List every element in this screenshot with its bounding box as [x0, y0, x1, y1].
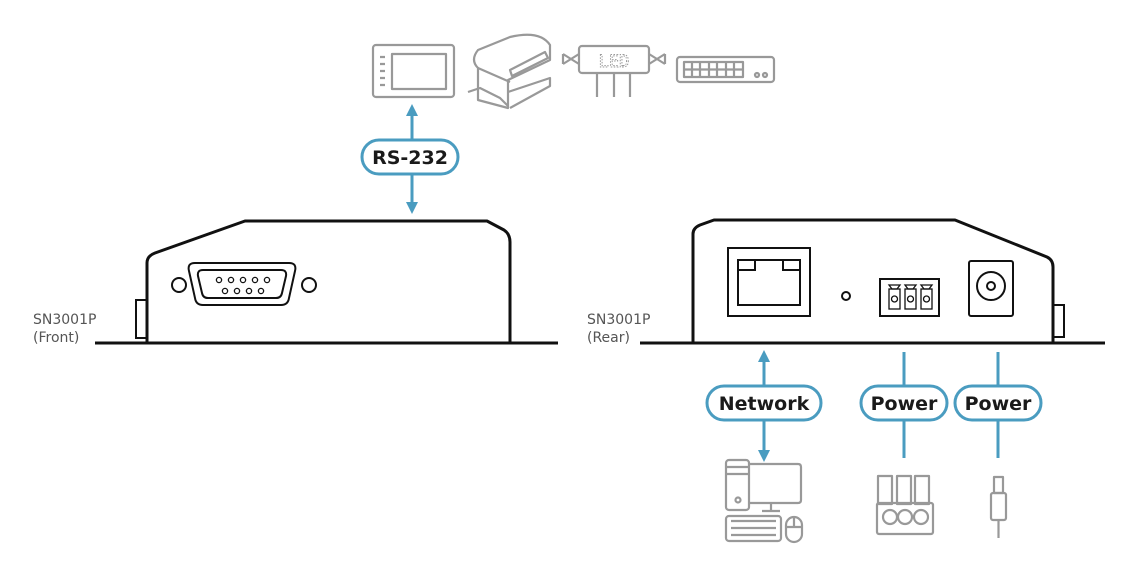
dc-jack-port — [968, 260, 1014, 317]
power1-label-pill — [859, 384, 949, 422]
dc-plug-icon — [989, 475, 1008, 538]
terminal-block-port — [879, 278, 940, 317]
rj45-port — [727, 247, 811, 317]
front-side-label: (Front) — [33, 330, 79, 346]
touch-panel-icon — [371, 43, 456, 99]
computer-icon — [724, 458, 804, 544]
rear-side-label: (Rear) — [587, 330, 630, 346]
rs232-label: RS-232 — [372, 147, 448, 169]
front-model-label: SN3001P — [33, 312, 96, 328]
network-switch-icon — [675, 55, 776, 84]
terminal-block-plug-icon — [875, 474, 935, 536]
power2-label: Power — [965, 393, 1032, 415]
db9-port — [187, 262, 297, 306]
status-led — [841, 291, 851, 301]
network-label: Network — [719, 393, 810, 415]
rear-model-label: SN3001P — [587, 312, 650, 328]
front-device — [95, 219, 558, 345]
led-sign-text: LED — [599, 52, 630, 72]
power2-label-pill — [953, 384, 1043, 422]
power1-label: Power — [871, 393, 938, 415]
printer-icon — [467, 33, 552, 110]
led-sign-icon: LED — [561, 44, 667, 97]
rs232-label-pill — [360, 138, 460, 176]
rear-device — [640, 218, 1105, 345]
network-label-pill — [705, 384, 823, 422]
